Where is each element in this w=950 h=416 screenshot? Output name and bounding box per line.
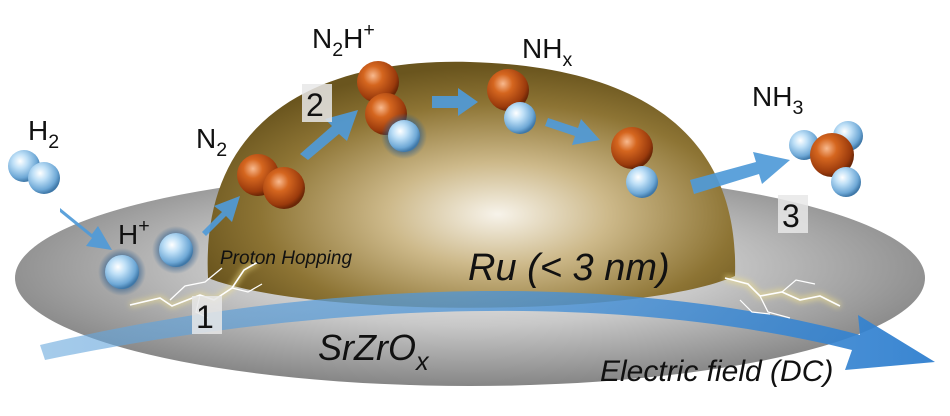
arrow-to-nh3 [690,152,790,194]
step-2-box [302,84,332,122]
label-support: SrZrOx [318,327,430,376]
reaction-arrows [60,88,790,250]
label-n2: N2 [196,123,227,161]
h-plus-ions [98,226,200,296]
nhx-intermediate [487,69,536,134]
step-2-number: 2 [306,87,324,123]
label-h2: H2 [28,115,59,153]
arrow-nhx-to-surface [545,118,600,145]
label-nh3: NH3 [752,81,803,119]
label-electric-field: Electric field (DC) [600,355,833,388]
label-nhx: NHx [522,33,572,71]
label-n2h-plus: N2H+ [312,19,375,61]
n2-molecule [237,154,305,209]
h2-molecule [8,150,60,194]
step-3-box [778,195,808,233]
step-3-number: 3 [782,198,800,234]
arrow-n2h-to-nhx [432,88,478,116]
label-proton-hopping: Proton Hopping [220,248,352,269]
label-h-plus: H+ [118,215,150,250]
label-ru-particle: Ru (< 3 nm) [468,247,670,289]
step-1-box [192,296,222,334]
arrow-n2-to-n2h [300,110,358,160]
arrow-hplus-to-n2 [202,196,240,236]
electric-field-arrow [40,291,935,370]
surface-nh-intermediate [611,127,658,198]
step-1-number: 1 [196,299,214,335]
arrow-h2-to-surface [60,208,112,250]
nh3-molecule [789,121,863,197]
n2h-intermediate [357,61,427,159]
field-sparks [724,275,842,319]
